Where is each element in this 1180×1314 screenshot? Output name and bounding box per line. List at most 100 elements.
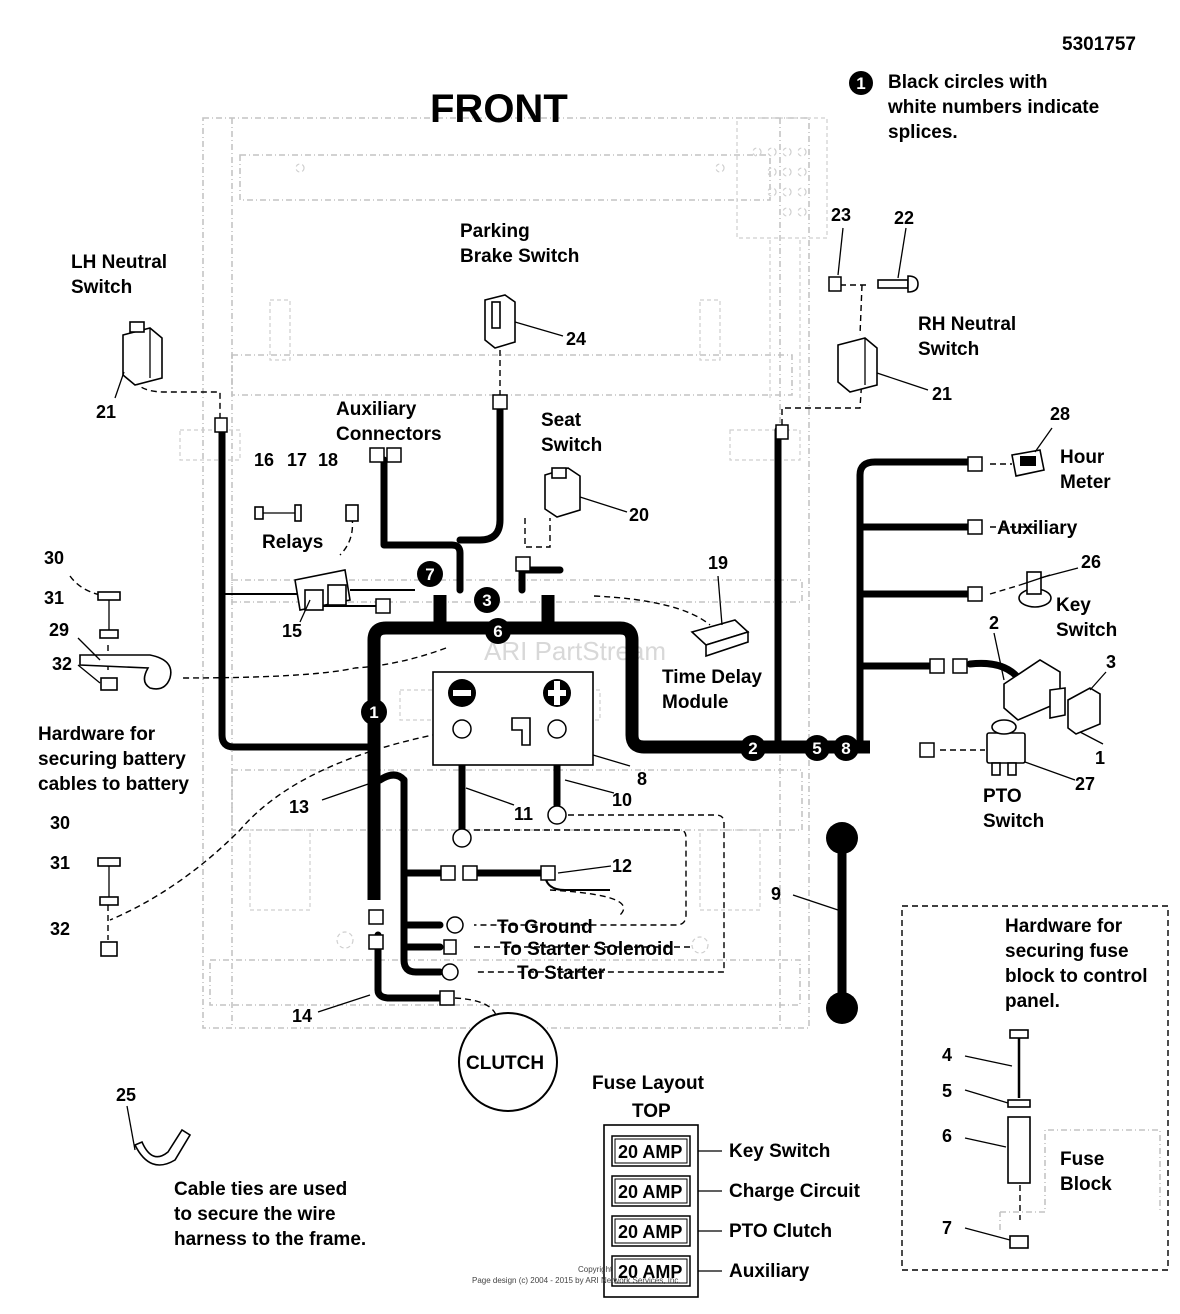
parking-brake-label-1: Parking bbox=[460, 221, 530, 242]
to-ground-label: To Ground bbox=[497, 917, 593, 938]
key-switch-label-2: Switch bbox=[1056, 620, 1117, 641]
hour-meter-label-1: Hour bbox=[1060, 447, 1105, 468]
callout-18: 18 bbox=[318, 450, 338, 470]
battery-hardware-label-3: cables to battery bbox=[38, 774, 189, 795]
fuse-rating-1: 20 AMP bbox=[618, 1142, 682, 1162]
callout-16: 16 bbox=[254, 450, 274, 470]
seat-switch bbox=[544, 467, 581, 518]
splice-3: 3 bbox=[482, 591, 491, 610]
splice-8: 8 bbox=[841, 739, 850, 758]
battery-hardware-bottom bbox=[97, 857, 121, 957]
to-starter-label: To Starter bbox=[517, 963, 606, 984]
part-number: 5301757 bbox=[1062, 34, 1136, 55]
leader-lines bbox=[77, 227, 1107, 1241]
fuse-label-4: Auxiliary bbox=[729, 1261, 810, 1282]
callout-32-bottom: 32 bbox=[50, 919, 70, 939]
time-delay-label-1: Time Delay bbox=[662, 667, 762, 688]
callout-30-bottom: 30 bbox=[50, 813, 70, 833]
fuse-label-3: PTO Clutch bbox=[729, 1221, 832, 1242]
callout-14: 14 bbox=[292, 1006, 312, 1026]
cable-ties-label-3: harness to the frame. bbox=[174, 1229, 366, 1250]
fuse-holder bbox=[1003, 659, 1101, 735]
splice-5: 5 bbox=[812, 739, 821, 758]
pto-switch-label-1: PTO bbox=[983, 786, 1022, 807]
aux-connectors-label-2: Connectors bbox=[336, 424, 442, 445]
splice-legend: 1 Black circles with white numbers indic… bbox=[849, 71, 1099, 143]
seat-switch-label-1: Seat bbox=[541, 410, 582, 431]
clutch-label: CLUTCH bbox=[466, 1053, 544, 1074]
fuse-row-4: 20 AMP Auxiliary bbox=[611, 1255, 810, 1287]
fuse-hardware-label-1: Hardware for bbox=[1005, 916, 1123, 937]
battery-hardware-label-2: securing battery bbox=[38, 749, 186, 770]
fuse-row-2: 20 AMP Charge Circuit bbox=[611, 1175, 861, 1207]
callout-21-left: 21 bbox=[96, 402, 116, 422]
legend-splice-number: 1 bbox=[856, 74, 865, 93]
splice-1: 1 bbox=[369, 703, 378, 722]
callout-numbers: 1 2 3 4 5 6 7 8 9 10 11 12 13 14 15 16 1… bbox=[44, 205, 1116, 1238]
part-9-rod bbox=[826, 822, 858, 1024]
callout-9: 9 bbox=[771, 884, 781, 904]
time-delay-label-2: Module bbox=[662, 692, 729, 713]
callout-21-right: 21 bbox=[932, 384, 952, 404]
fuse-label-2: Charge Circuit bbox=[729, 1181, 861, 1202]
fuse-label-1: Key Switch bbox=[729, 1141, 830, 1162]
callout-19: 19 bbox=[708, 553, 728, 573]
auxiliary-label: Auxiliary bbox=[997, 518, 1078, 539]
fuse-row-1: 20 AMP Key Switch bbox=[611, 1135, 830, 1167]
lh-neutral-switch bbox=[122, 321, 163, 386]
cable-ties-label-1: Cable ties are used bbox=[174, 1179, 347, 1200]
callout-3: 3 bbox=[1106, 652, 1116, 672]
fuse-layout-subtitle: TOP bbox=[632, 1101, 671, 1122]
callout-28: 28 bbox=[1050, 404, 1070, 424]
fuse-hardware-label-3: block to control bbox=[1005, 966, 1148, 987]
key-switch-label-1: Key bbox=[1056, 595, 1091, 616]
callout-1: 1 bbox=[1095, 748, 1105, 768]
callout-26: 26 bbox=[1081, 552, 1101, 572]
legend-line-1: Black circles with bbox=[888, 72, 1047, 93]
callout-20: 20 bbox=[629, 505, 649, 525]
cable-ties-label-2: to secure the wire bbox=[174, 1204, 336, 1225]
time-delay-module bbox=[690, 619, 750, 658]
callout-17: 17 bbox=[287, 450, 307, 470]
fuse-hardware-label-2: securing fuse bbox=[1005, 941, 1129, 962]
key-switch bbox=[1018, 571, 1052, 608]
callout-30-top: 30 bbox=[44, 548, 64, 568]
callout-13: 13 bbox=[289, 797, 309, 817]
callout-4: 4 bbox=[942, 1045, 952, 1065]
parking-brake-switch bbox=[484, 294, 516, 349]
pto-switch-label-2: Switch bbox=[983, 811, 1044, 832]
clutch bbox=[458, 1012, 558, 1112]
battery-hardware-top bbox=[79, 591, 172, 691]
lh-neutral-label-1: LH Neutral bbox=[71, 252, 167, 273]
fuse-rating-2: 20 AMP bbox=[618, 1182, 682, 1202]
splice-6: 6 bbox=[493, 622, 502, 641]
callout-11: 11 bbox=[514, 804, 533, 824]
fuse-block-label-2: Block bbox=[1060, 1174, 1112, 1195]
legend-line-2: white numbers indicate bbox=[887, 97, 1099, 118]
callout-23: 23 bbox=[831, 205, 851, 225]
legend-line-3: splices. bbox=[888, 122, 958, 143]
seat-switch-label-2: Switch bbox=[541, 435, 602, 456]
component-labels: LH Neutral Switch Parking Brake Switch R… bbox=[38, 221, 1148, 1250]
cable-tie bbox=[133, 1128, 192, 1166]
callout-29: 29 bbox=[49, 620, 69, 640]
rh-neutral-label-2: Switch bbox=[918, 339, 979, 360]
callout-2: 2 bbox=[989, 613, 999, 633]
battery bbox=[432, 671, 594, 766]
relays-label: Relays bbox=[262, 532, 323, 553]
callout-12: 12 bbox=[612, 856, 632, 876]
copyright-text: Copyright bbox=[578, 1265, 613, 1274]
page-title: FRONT bbox=[430, 87, 568, 131]
callout-24: 24 bbox=[566, 329, 586, 349]
splice-2: 2 bbox=[748, 739, 757, 758]
callout-31-top: 31 bbox=[44, 588, 64, 608]
splice-markers: 1 2 3 5 6 7 8 bbox=[361, 561, 859, 761]
rh-neutral-label-1: RH Neutral bbox=[918, 314, 1016, 335]
hour-meter-label-2: Meter bbox=[1060, 472, 1111, 493]
pto-switch bbox=[986, 719, 1026, 776]
callout-6: 6 bbox=[942, 1126, 952, 1146]
callout-10: 10 bbox=[612, 790, 632, 810]
callout-27: 27 bbox=[1075, 774, 1095, 794]
fuse-layout: Fuse Layout TOP 20 AMP Key Switch 20 AMP… bbox=[592, 1073, 861, 1298]
main-harness bbox=[218, 406, 1024, 1002]
